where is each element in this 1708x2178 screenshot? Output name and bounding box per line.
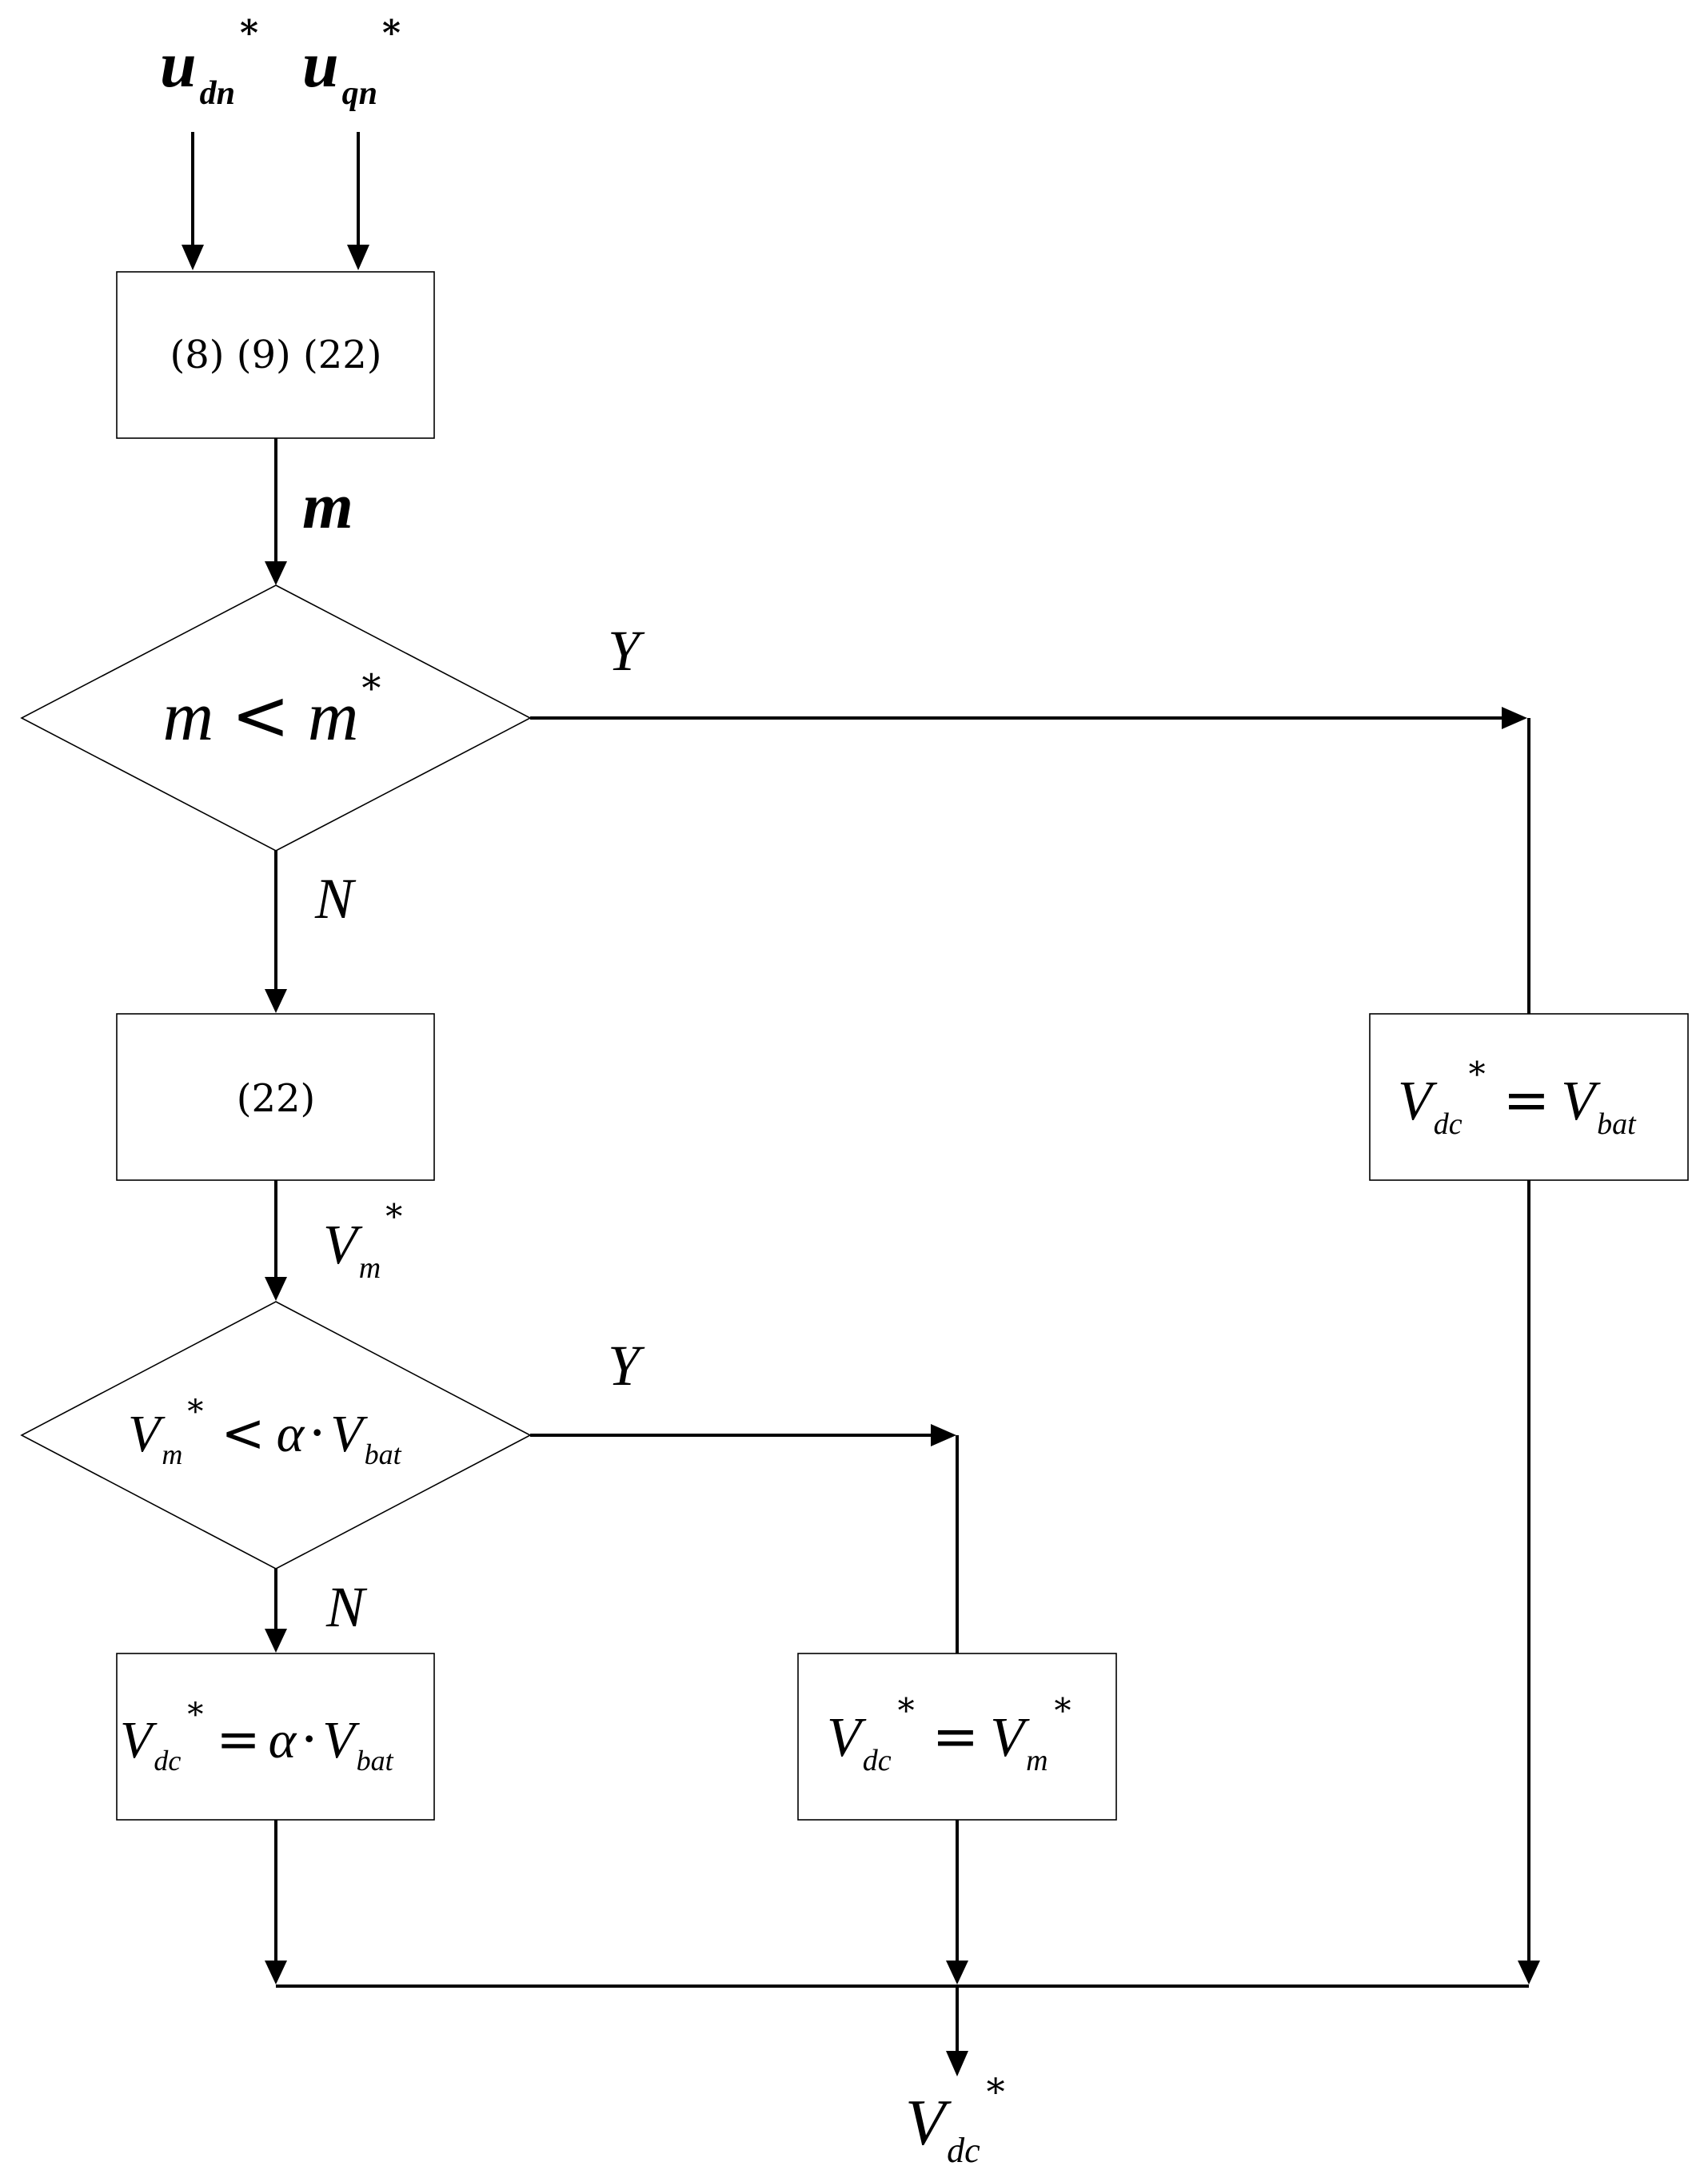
result-box-vdc-equals-vm bbox=[797, 1653, 1117, 1821]
decision-1-yes-arrowhead bbox=[1502, 707, 1527, 729]
equations-box-1-label: (8) (9) (22) bbox=[170, 333, 381, 377]
result-box-vdc-equals-alpha-vbat-label: Vdc*=α·Vbat bbox=[120, 1697, 394, 1777]
input-uq-label: uqn* bbox=[302, 13, 401, 112]
input-ud-arrowhead bbox=[182, 245, 204, 270]
left-branch-arrowhead bbox=[265, 1961, 287, 1985]
arrowhead-decision1 bbox=[265, 561, 287, 585]
result-box-vdc-equals-vbat-label: Vdc*=Vbat bbox=[1398, 1055, 1637, 1141]
output-vdc-label: Vdc* bbox=[905, 2070, 1005, 2170]
result-box-vdc-equals-vbat bbox=[1369, 1013, 1689, 1181]
decision-2-yes-label: Y bbox=[608, 1334, 645, 1398]
decision-1-condition: m<m* bbox=[163, 666, 381, 756]
decision-2-yes-arrowhead bbox=[931, 1424, 956, 1446]
svg-text:udn*: udn* bbox=[160, 13, 258, 112]
modulation-index-label: m bbox=[302, 469, 353, 542]
result-box-vdc-equals-vm-label: Vdc*=Vm* bbox=[827, 1691, 1071, 1777]
middle-branch-arrowhead bbox=[946, 1961, 968, 1985]
decision-2-condition: Vm*<α·Vbat bbox=[128, 1394, 402, 1470]
arrowhead-box2 bbox=[265, 989, 287, 1013]
result-box-vdc-equals-alpha-vbat bbox=[116, 1653, 435, 1821]
equations-box-2 bbox=[116, 1013, 435, 1181]
arrowhead-box-alpha bbox=[265, 1629, 287, 1653]
vm-reference-label: Vm* bbox=[323, 1197, 402, 1285]
input-uq-arrowhead bbox=[347, 245, 369, 270]
decision-1-yes-label: Y bbox=[608, 619, 645, 683]
equations-box-1 bbox=[116, 271, 435, 439]
right-branch-arrowhead bbox=[1518, 1961, 1540, 1985]
equations-box-2-label: (22) bbox=[237, 1076, 316, 1121]
decision-2-no-label: N bbox=[325, 1575, 368, 1639]
output-arrowhead bbox=[946, 2051, 968, 2076]
arrowhead-decision2 bbox=[265, 1277, 287, 1301]
svg-text:uqn*: uqn* bbox=[302, 13, 401, 112]
decision-1-no-label: N bbox=[314, 867, 357, 931]
input-ud-label: udn* bbox=[160, 13, 258, 112]
